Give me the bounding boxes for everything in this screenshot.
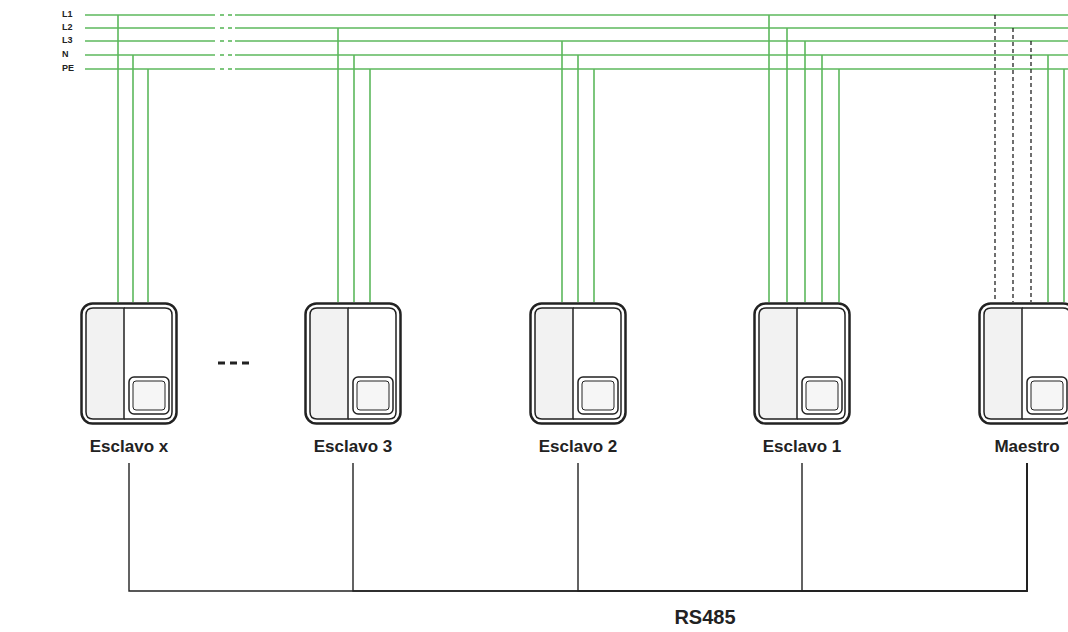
conductor-name: L1 [62, 9, 73, 19]
rs485-link [578, 463, 1027, 591]
bus-name: RS485 [674, 606, 735, 629]
conductor-name: N [62, 49, 69, 59]
unit-label: Esclavo 3 [283, 437, 423, 457]
charger-unit: Esclavo x [59, 302, 199, 457]
unit-label: Esclavo 2 [508, 437, 648, 457]
ellipsis-dashes [218, 362, 250, 365]
conductor-name: PE [62, 63, 74, 73]
charger-unit: Esclavo 2 [508, 302, 648, 457]
charger-unit: Esclavo 1 [732, 302, 872, 457]
unit-label: Maestro [957, 437, 1068, 457]
charger-outline [80, 302, 178, 425]
conductor-name: L2 [62, 22, 73, 32]
unit-label: Esclavo x [59, 437, 199, 457]
charger-outline [304, 302, 402, 425]
conductor-name: L3 [62, 35, 73, 45]
rs485-link [129, 463, 1027, 591]
rs485-link [802, 463, 1027, 591]
rs485-link [353, 463, 1027, 591]
unit-label: Esclavo 1 [732, 437, 872, 457]
charger-unit: Esclavo 3 [283, 302, 423, 457]
charger-outline [978, 302, 1068, 425]
charger-outline [529, 302, 627, 425]
charger-outline [753, 302, 851, 425]
charger-unit: Maestro [957, 302, 1068, 457]
